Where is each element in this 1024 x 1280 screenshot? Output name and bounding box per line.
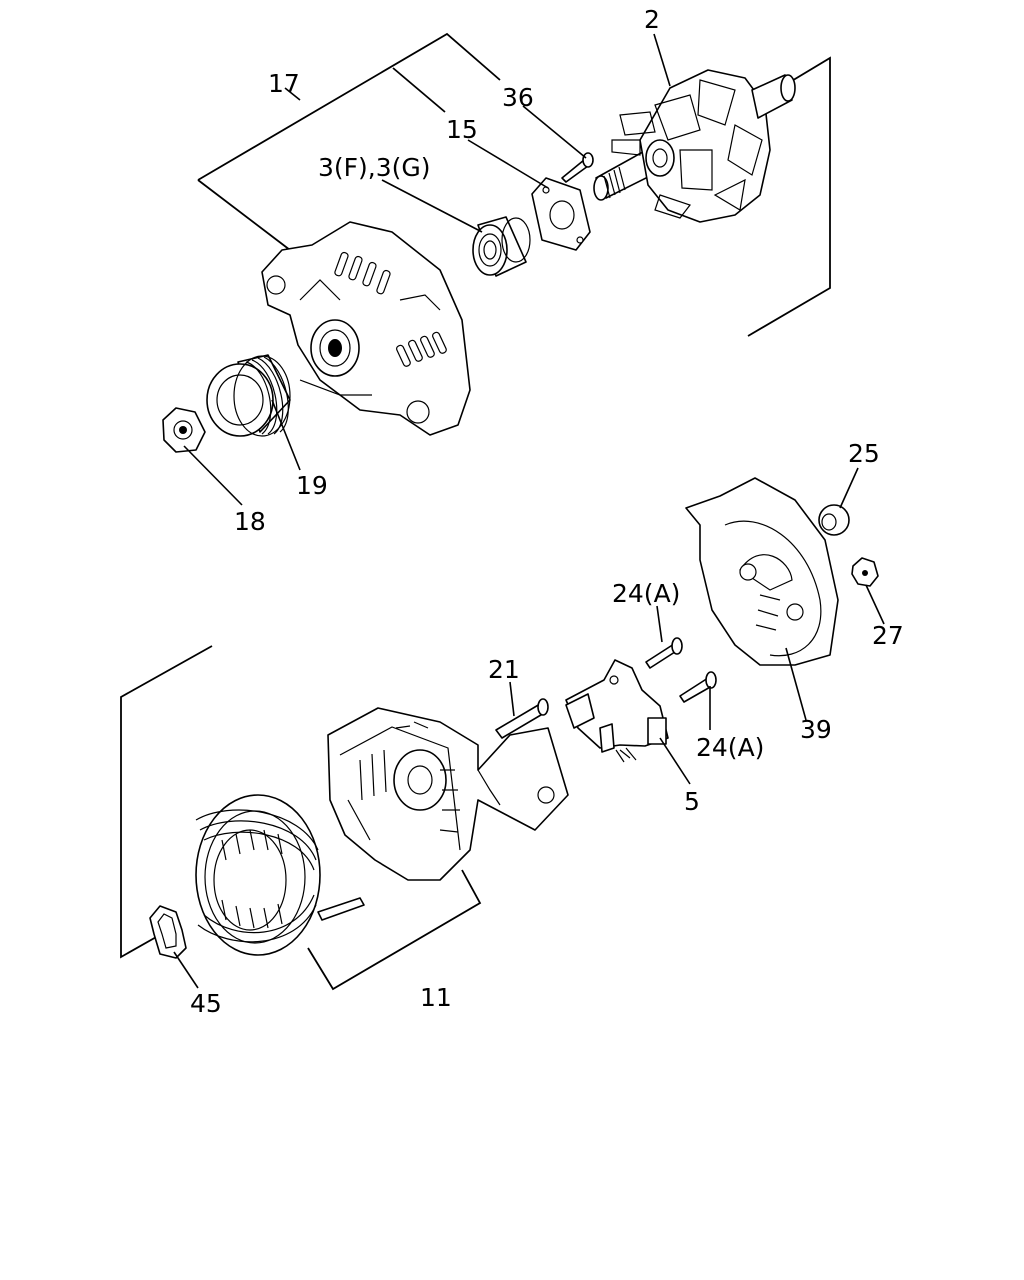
label-part-21: 21 (488, 655, 520, 684)
label-part-45: 45 (190, 989, 222, 1018)
pulley-nut-part (162, 407, 206, 453)
label-part-36: 36 (502, 83, 534, 112)
rear-housing-part (327, 707, 569, 881)
label-part-25: 25 (848, 439, 880, 468)
label-part-11: 11 (420, 983, 452, 1012)
rotor-part (593, 69, 796, 223)
part-labels: 2 17 36 15 3(F),3(G) 19 18 25 24(A) 27 2… (190, 5, 904, 1018)
cover-nut-part (851, 557, 879, 587)
drive-end-housing-part (261, 221, 471, 436)
pulley-part (206, 354, 291, 437)
label-part-27: 27 (872, 621, 904, 650)
stator-housing-bracket (307, 869, 482, 991)
top-assembly-bracket (197, 32, 501, 251)
label-part-3fg: 3(F),3(G) (318, 153, 431, 182)
label-part-17: 17 (268, 69, 300, 98)
label-part-19: 19 (296, 471, 328, 500)
label-part-15: 15 (446, 115, 478, 144)
through-bolt-part (495, 698, 549, 739)
label-part-39: 39 (800, 715, 832, 744)
label-part-5: 5 (684, 787, 700, 816)
rear-cover-part (685, 477, 839, 666)
label-part-18: 18 (234, 507, 266, 536)
stator-part (195, 794, 365, 956)
screw-36-part (561, 152, 594, 183)
label-part-24a-upper: 24(A) (612, 579, 680, 608)
retainer-plate-part (531, 177, 591, 251)
lower-left-bracket (120, 645, 213, 959)
bush-part (818, 504, 850, 536)
regulator-part (565, 659, 669, 763)
bearing-part (472, 216, 531, 277)
leader-lines (173, 33, 885, 989)
screw-24a-lower-part (679, 671, 717, 703)
label-part-24a-lower: 24(A) (696, 733, 764, 762)
rotor-side-bracket (747, 56, 831, 337)
screw-24a-upper-part (645, 637, 683, 669)
key-washer-part (149, 905, 187, 959)
label-part-2: 2 (644, 5, 660, 34)
